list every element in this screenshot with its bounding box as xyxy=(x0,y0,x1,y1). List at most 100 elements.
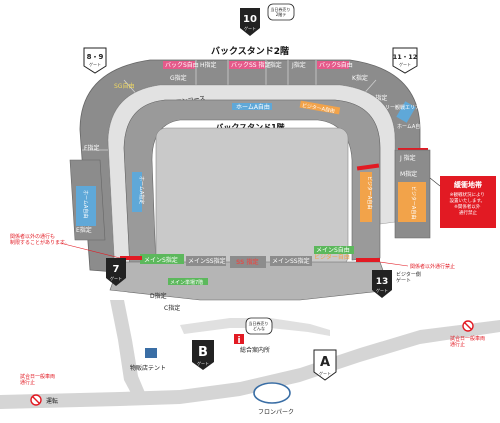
gate-8-9-sub: ゲート xyxy=(89,61,101,67)
seat-visitor-a-seat[interactable] xyxy=(398,182,426,222)
seat-home-a-upper[interactable] xyxy=(396,101,416,123)
no-entry-left-line-1: 試合日一般車両 xyxy=(20,373,55,380)
gate-7[interactable]: 7 ゲート xyxy=(106,258,126,286)
gate-11-12-sub: ゲート xyxy=(399,61,411,67)
gate-13-shield xyxy=(372,270,392,298)
info-label: 総合案内所 xyxy=(240,346,270,354)
left-note-leader xyxy=(59,242,121,259)
no-entry-left-line-2: 通行止 xyxy=(20,379,35,386)
visitor-gate-label: ビジター側 ゲート xyxy=(396,271,423,284)
seat-visitor-a-seat-label: ビジターA自由 xyxy=(410,186,417,219)
ticket-tag-top: 当日券売り 2階テ xyxy=(267,3,295,21)
gate-8-9[interactable]: 8・9 ゲート xyxy=(83,47,107,74)
buffer-strip-1 xyxy=(356,163,380,171)
seat-l-label: L指定 xyxy=(372,94,387,102)
visitor-gate-line-1: ビジター側 xyxy=(396,271,421,278)
seat-g-label: G指定 xyxy=(170,74,187,82)
seat-ss[interactable] xyxy=(230,256,266,268)
ticket-tag-top-line-1: 当日券売り xyxy=(270,6,290,12)
seat-j-label: J指定 xyxy=(291,61,306,69)
seat-i-label: I指定 xyxy=(268,61,282,69)
gate-10-sub: ゲート xyxy=(244,25,256,31)
seat-home-a-center[interactable] xyxy=(232,103,272,110)
gate-7-shield xyxy=(106,258,126,286)
road-lower xyxy=(0,320,500,409)
seat-main-ss2[interactable] xyxy=(270,256,312,266)
no-entry-right: 試合日一般車両 通行止 xyxy=(450,320,487,348)
seat-home-a-left[interactable] xyxy=(132,172,142,212)
gate-b[interactable]: B ゲート xyxy=(192,340,214,370)
seat-main-ss[interactable] xyxy=(186,256,226,266)
seat-back-ss[interactable] xyxy=(229,61,265,69)
seat-visitor-a-center[interactable] xyxy=(299,100,341,115)
seat-away-a-left-label: ホームA自由 xyxy=(82,190,89,218)
info-icon-glyph: i xyxy=(237,336,240,346)
gate-13-sub: ゲート xyxy=(376,287,388,293)
ticket-tag-bottom: 当日券売り どんな xyxy=(245,317,273,335)
gate-10-num: 10 xyxy=(243,14,257,25)
seat-main-home-label: メイン単場7階 xyxy=(170,279,203,286)
gate-a-sub: ゲート xyxy=(319,370,331,376)
visitor-gate-line-2: ゲート xyxy=(396,277,411,284)
seat-ss-label: SS 指定 xyxy=(236,258,258,266)
buffer-note-leader xyxy=(429,177,441,187)
seat-back-ss-label: バックSS 指定 xyxy=(231,61,271,69)
seat-away-a-left[interactable] xyxy=(76,186,96,226)
tent-icon[interactable] xyxy=(145,348,157,358)
left-note-line-1: 関係者以外の通行も xyxy=(10,233,55,240)
main-stand xyxy=(109,261,391,301)
seat-back-s-left[interactable] xyxy=(163,61,195,69)
flower-park-label: フロンパーク xyxy=(258,409,294,416)
info-icon[interactable] xyxy=(234,334,244,344)
gate-a-shield xyxy=(313,349,337,381)
gate-a-num: A xyxy=(320,355,330,370)
gate-8-9-shield xyxy=(83,47,107,74)
buffer-note-line-4: 通行禁止 xyxy=(459,209,477,216)
no-entry-left: 試合日一般車両 通行止 運転 xyxy=(20,373,58,406)
tent-label: 物販店テント xyxy=(130,364,166,372)
seat-main-s-left-label: メインS指定 xyxy=(144,256,178,264)
seat-back-s-right[interactable] xyxy=(317,61,349,69)
seat-visitor-a-right[interactable] xyxy=(360,172,372,222)
gate-13[interactable]: 13 ゲート xyxy=(372,270,392,298)
seat-c-label: C指定 xyxy=(164,304,180,312)
buffer-strip-3 xyxy=(120,256,142,260)
seat-main-ss2-label: メインSS指定 xyxy=(272,257,310,265)
seat-d-label: D指定 xyxy=(150,292,167,300)
seat-main-s-right[interactable] xyxy=(314,246,354,254)
gate-10-shield xyxy=(240,8,260,36)
seat-sg-label: SG自由 xyxy=(114,82,134,90)
road-left xyxy=(110,300,146,395)
lower-stand xyxy=(123,99,381,271)
seat-main-ss-label: メインSS指定 xyxy=(188,257,226,265)
gate-b-shield xyxy=(192,340,214,370)
gate-a[interactable]: A ゲート xyxy=(313,349,337,381)
seat-main-s-left[interactable] xyxy=(140,254,184,264)
direction-left-label: 運転 xyxy=(46,397,58,405)
gate-11-12[interactable]: 11・12 ゲート xyxy=(392,47,418,74)
left-note-line-2: 制限することがあります。 xyxy=(10,239,70,246)
ticket-tag-top-line-2: 2階テ xyxy=(276,11,287,17)
buffer-note-line-1: ※観戦状況により xyxy=(450,191,485,198)
stand-back-1f: バックスタンド1階 xyxy=(215,122,284,132)
right-note: 関係者以外通行禁止 xyxy=(410,263,455,270)
seat-visitor-a-right-label: ビジターA自由 xyxy=(366,176,373,209)
seat-main-home[interactable] xyxy=(168,278,208,285)
ticket-tag-bottom-line-1: 当日券売り xyxy=(248,320,268,326)
flower-park-icon xyxy=(253,382,291,404)
seat-h-label: H指定 xyxy=(200,61,217,69)
seat-home-a-center-label: ホームA自由 xyxy=(236,103,270,111)
gate-11-12-num: 11・12 xyxy=(393,53,418,61)
no-entry-right-text: 試合日一般車両 通行止 xyxy=(450,335,487,348)
buffer-strip-4 xyxy=(356,258,380,262)
ticket-tag-bottom-line-2: どんな xyxy=(253,325,265,331)
field xyxy=(155,127,349,267)
seat-back-s-left-label: バックS自由 xyxy=(165,61,199,69)
gate-13-num: 13 xyxy=(376,277,389,287)
gate-10[interactable]: 10 ゲート xyxy=(240,8,260,36)
gate-7-sub: ゲート xyxy=(110,275,122,281)
buffer-note-line-3: ※関係者以外 xyxy=(454,203,481,210)
seat-back-s-right-label: バックS自由 xyxy=(319,61,353,69)
stand-back-2f: バックスタンド2階 xyxy=(211,45,289,57)
family-area-label: ファミリー観戦エリア xyxy=(370,104,420,111)
